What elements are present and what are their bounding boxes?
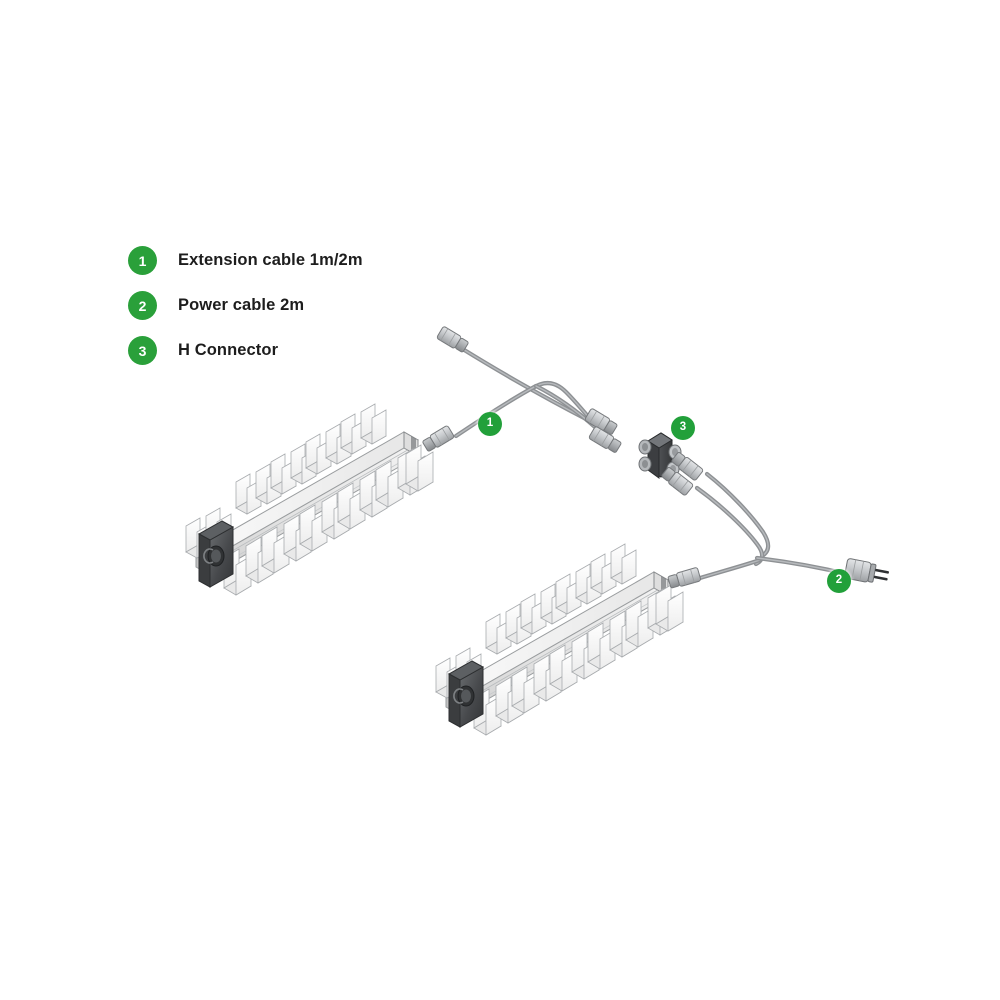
upper-bar-connector-housing	[197, 520, 235, 588]
power-cable-end-pair-a	[671, 452, 704, 481]
legend-item-3[interactable]: 3 H Connector	[128, 328, 548, 373]
upper-light-bar	[185, 403, 434, 596]
lower-bar-connector-housing	[447, 660, 485, 728]
legend-label-2: Power cable 2m	[178, 296, 305, 314]
callout-badge-1[interactable]: 1	[478, 412, 502, 436]
legend-label-1: Extension cable 1m/2m	[178, 251, 363, 269]
power-cable-end-single	[667, 567, 701, 589]
extension-cable-assembly	[422, 326, 622, 453]
h-connector-block	[638, 432, 682, 479]
legend-badge-2: 2	[128, 291, 157, 320]
power-cable-plug-end	[844, 558, 889, 583]
legend: 1 Extension cable 1m/2m 2 Power cable 2m…	[128, 238, 548, 373]
power-cable-assembly	[661, 452, 889, 589]
extension-cable-end-bottom	[422, 425, 455, 452]
h-connector-port-left-bottom	[638, 456, 652, 472]
callout-badge-2[interactable]: 2	[827, 569, 851, 593]
lower-light-bar	[435, 543, 684, 736]
power-cable-end-pair-b	[661, 467, 694, 496]
legend-label-3: H Connector	[178, 341, 279, 359]
extension-cable-end-top	[436, 326, 469, 353]
legend-badge-3: 3	[128, 336, 157, 365]
legend-item-2[interactable]: 2 Power cable 2m	[128, 283, 548, 328]
legend-badge-1: 1	[128, 246, 157, 275]
callout-badge-3[interactable]: 3	[671, 416, 695, 440]
h-connector-port-left-top	[638, 439, 652, 455]
lower-bar-fins-far	[485, 543, 637, 655]
extension-cable-end-pair-a	[584, 408, 618, 435]
extension-cable-end-pair-b	[588, 426, 622, 453]
upper-bar-fins-far	[235, 403, 387, 515]
legend-item-1[interactable]: 1 Extension cable 1m/2m	[128, 238, 548, 283]
